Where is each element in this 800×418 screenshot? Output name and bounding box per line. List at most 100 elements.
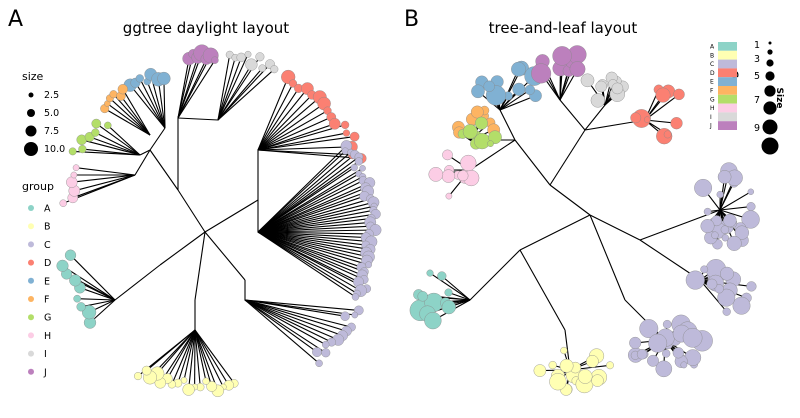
- tree-b-leaf-b: [606, 361, 614, 370]
- tree-a-edge: [177, 55, 212, 119]
- legend-group-a-swatch-g: [28, 314, 34, 321]
- tree-a-edge: [257, 231, 370, 235]
- tree-a-edge: [257, 190, 369, 233]
- tree-a-edge: [257, 213, 376, 233]
- legend-size-b-dot-1: [767, 49, 773, 55]
- tree-a-leaf-b: [141, 365, 152, 376]
- tree-b-leaf-d: [670, 117, 683, 130]
- tree-a-edge: [244, 299, 347, 332]
- tree-a-edge: [257, 231, 365, 281]
- tree-b-leaf-b: [533, 364, 547, 377]
- legend-group-b-swatch-j: [718, 121, 737, 130]
- legend-group-a-swatch-h: [28, 332, 34, 339]
- tree-b-leaf-c: [720, 225, 730, 234]
- tree-a-leaf-f: [117, 84, 128, 95]
- legend-size-a-dot-0: [28, 92, 34, 98]
- tree-a-trunk-edge: [134, 149, 151, 176]
- tree-b-leaf-e: [471, 84, 485, 99]
- tree-a-edge: [76, 167, 136, 176]
- tree-a-edge: [257, 231, 372, 243]
- legend-group-b-label-b: B: [710, 52, 714, 59]
- tree-b-leaf-c: [720, 266, 734, 281]
- tree-a-edge: [82, 148, 141, 156]
- legend-group-a-label-d: D: [44, 258, 51, 269]
- tree-a-edge: [257, 132, 347, 151]
- tree-a-leaf-a: [76, 302, 86, 312]
- legend-group-a-label-c: C: [44, 240, 51, 251]
- tree-b-leaf-g: [462, 124, 478, 140]
- tree-a-leaf-g: [91, 118, 102, 129]
- tree-a-leaf-e: [135, 74, 144, 83]
- legend-group-b-label-a: A: [710, 44, 715, 51]
- tree-a-edge: [163, 78, 166, 129]
- tree-a-leaf-g: [78, 145, 87, 154]
- legend-size-b-dot-6: [762, 119, 778, 135]
- legend-group-a-swatch-e: [28, 277, 34, 284]
- tree-a-edge: [257, 209, 374, 233]
- tree-b-leaf-a: [424, 312, 442, 330]
- tree-a-trunk-edge: [149, 127, 166, 151]
- tree-b-leaf-g: [488, 130, 502, 144]
- tree-b-leaf-a: [417, 291, 428, 302]
- legend-group-b-swatch-h: [718, 103, 737, 113]
- legend-group-a-swatch-a: [28, 205, 34, 211]
- tree-b-leaf-i: [580, 73, 595, 88]
- tree-a-edge: [244, 299, 339, 341]
- legend-size-b-label-0: 1: [754, 40, 760, 51]
- tree-a-edge: [217, 57, 242, 121]
- tree-a-leaf-e: [157, 71, 171, 86]
- tree-a-edge: [257, 94, 313, 151]
- tree-b-leaf-b: [560, 346, 568, 355]
- tree-b-leaf-c: [694, 178, 712, 197]
- tree-b-leaf-e: [511, 61, 526, 77]
- legend-group-a-label-b: B: [44, 222, 51, 233]
- tree-b-leaf-c: [746, 281, 757, 292]
- tree-a-edge: [257, 231, 358, 294]
- tree-a-edge: [217, 57, 236, 121]
- tree-b-trunk-edge: [559, 99, 586, 131]
- tree-b-trunk-edge: [469, 139, 516, 171]
- tree-a-edge: [257, 231, 363, 276]
- legend-group-b-label-i: I: [710, 114, 712, 121]
- tree-a-leaf-c: [321, 348, 331, 358]
- tree-a-edge: [257, 176, 363, 233]
- tree-a-edge: [257, 187, 366, 233]
- tree-b-leaf-c: [662, 349, 671, 358]
- tree-b-leaf-c: [714, 284, 724, 294]
- legend-group-a-swatch-i: [28, 350, 34, 357]
- tree-a-leaf-c: [351, 293, 360, 301]
- tree-a-edge: [194, 329, 230, 386]
- tree-a-edge: [257, 180, 364, 233]
- panel-b-title: tree-and-leaf layout: [489, 19, 638, 37]
- tree-b-leaf-c: [682, 327, 703, 348]
- tree-a-edge: [257, 231, 367, 290]
- tree-a-edge: [113, 93, 151, 136]
- tree-a-edge: [257, 231, 356, 298]
- tree-b-leaf-b: [591, 374, 604, 387]
- tree-b-leaf-c: [700, 219, 715, 234]
- tree-a-leaf-h: [72, 164, 80, 171]
- tree-a-edge: [257, 231, 361, 292]
- tree-b-leaf-c: [711, 231, 719, 239]
- tree-a-edge: [188, 329, 196, 390]
- tree-b-leaf-d: [655, 87, 671, 103]
- tree-a-leaf-c: [340, 311, 350, 321]
- tree-a-leaf-d: [341, 120, 350, 130]
- tree-a-edge: [257, 217, 372, 233]
- legend-group-b-swatch-f: [718, 86, 737, 95]
- tree-a-edge: [74, 174, 136, 192]
- tree-b-trunk-edge: [549, 184, 591, 216]
- legend-group-b-label-j: J: [709, 123, 712, 130]
- tree-a-edge: [257, 231, 368, 262]
- legend-size-b-dot-3: [765, 71, 775, 81]
- tree-a-edge: [77, 298, 116, 301]
- tree-a-edge: [257, 231, 369, 266]
- legend-group-b-label-d: D: [710, 70, 715, 77]
- tree-a-edge: [194, 329, 213, 387]
- tree-b-edge: [719, 206, 752, 211]
- tree-b-leaf-c: [717, 170, 732, 184]
- tree-b-leaf-c: [685, 270, 705, 290]
- tree-b-leaf-c: [721, 234, 729, 242]
- tree-a-leaf-b: [202, 377, 210, 385]
